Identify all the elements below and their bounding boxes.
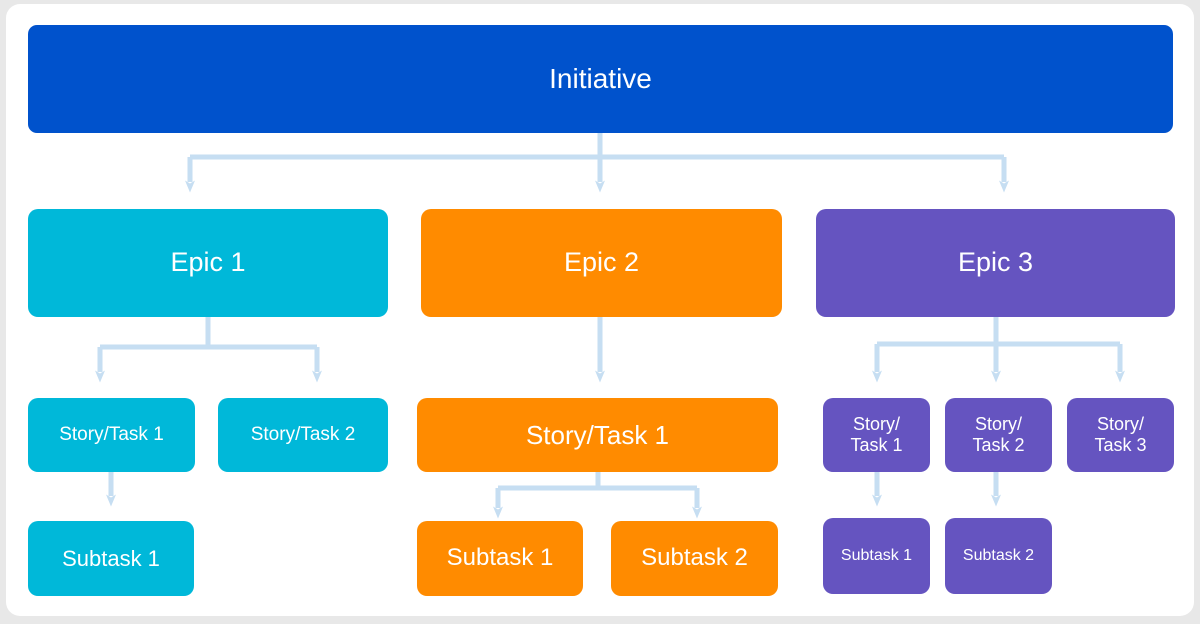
node-epic-3[interactable]: Epic 3 [816,209,1175,317]
connector-initiative-to-epics [185,133,1009,193]
connector-e2story1-to-subtasks [493,472,702,519]
node-epic1-story-task-1[interactable]: Story/Task 1 [28,398,195,472]
node-epic1-subtask-1[interactable]: Subtask 1 [28,521,194,596]
node-epic-2[interactable]: Epic 2 [421,209,782,317]
node-epic1-story-task-2[interactable]: Story/Task 2 [218,398,388,472]
node-epic3-story-task-2[interactable]: Story/ Task 2 [945,398,1052,472]
connector-e3stories-to-subtasks [872,472,1001,507]
node-epic-1[interactable]: Epic 1 [28,209,388,317]
node-epic3-story-task-3[interactable]: Story/ Task 3 [1067,398,1174,472]
connector-epic1-to-stories [95,317,322,383]
connector-epic3-to-stories [872,317,1125,383]
node-initiative[interactable]: Initiative [28,25,1173,133]
node-epic2-subtask-2[interactable]: Subtask 2 [611,521,778,596]
node-epic3-story-task-1[interactable]: Story/ Task 1 [823,398,930,472]
node-epic2-subtask-1[interactable]: Subtask 1 [417,521,583,596]
node-epic2-story-task-1[interactable]: Story/Task 1 [417,398,778,472]
node-epic3-subtask-2[interactable]: Subtask 2 [945,518,1052,594]
node-epic3-subtask-1[interactable]: Subtask 1 [823,518,930,594]
